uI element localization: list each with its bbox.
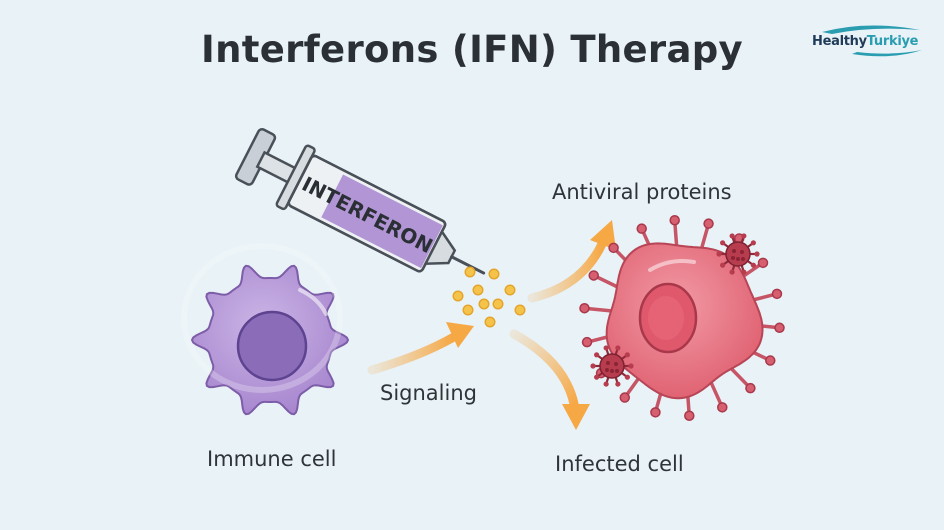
virus-spike-tip [594, 352, 600, 358]
infected-cell-spike-tip [757, 257, 769, 269]
virus-spike-tip [729, 233, 735, 239]
antiviral-proteins-arrow [527, 220, 616, 303]
virus-spot [731, 256, 735, 260]
infected-cell-spike-tip [703, 218, 714, 229]
page-title: Interferons (IFN) Therapy [201, 28, 743, 71]
interferon-particle [452, 290, 464, 302]
interferon-particle [464, 266, 476, 278]
virus-spike-tip [615, 345, 621, 351]
interferon-particle [484, 316, 496, 328]
logo-text-turkiye: Turkiye [866, 34, 919, 49]
virus-spike-tip [750, 240, 756, 246]
virus-spot [732, 249, 736, 253]
interferon-particles [452, 266, 526, 328]
virus-spike-tip [628, 363, 634, 369]
virus-spot [740, 250, 744, 254]
virus-spike-tip [590, 363, 596, 369]
interferon-syringe: INTERFERON [234, 127, 486, 275]
infected-cell-spike-tip [684, 410, 695, 421]
infected-cell-spike-tip [774, 322, 785, 334]
virus-spike-tip [615, 381, 621, 387]
virus-spike-tip [624, 374, 630, 380]
virus-body [725, 241, 751, 267]
virus-spot [606, 361, 610, 365]
immune-cell [181, 243, 350, 416]
logo-text: HealthyTurkiye [812, 34, 918, 49]
virus-spike-tip [720, 262, 726, 268]
virus-spot [614, 362, 618, 366]
infected-cell-spike-tip [581, 336, 593, 348]
virus-spike-tip [741, 269, 747, 275]
virus-spike-tip [603, 381, 609, 387]
virus-body [599, 353, 625, 379]
virus-spot [741, 257, 745, 261]
logo-swoosh-icon [822, 25, 922, 57]
interferon-particle [514, 304, 526, 316]
virus [716, 233, 760, 275]
healthy-turkiye-logo: HealthyTurkiye [812, 22, 927, 62]
interferon-particle [478, 298, 490, 310]
virus-spot [605, 368, 609, 372]
interferon-particle [462, 304, 474, 316]
infected-cell-arrow [509, 329, 590, 430]
infected-cell-spike-tip [636, 223, 647, 234]
infected-cell-spike-tip [717, 402, 728, 413]
infected-cell-spike-tip [745, 382, 756, 394]
infected-cell-spike-tip [771, 288, 783, 300]
virus-spike-tip [720, 240, 726, 246]
infected-cell-spike-tip [650, 407, 661, 418]
immune-cell-label: Immune cell [207, 447, 337, 471]
virus-spot [610, 369, 614, 373]
infected-cell [579, 215, 785, 421]
infected-cell-spike-tip [588, 270, 599, 281]
virus-spike-tip [741, 233, 747, 239]
infected-cell-spike-tip [579, 302, 590, 314]
signaling-arrow [367, 322, 474, 375]
interferon-particle [488, 268, 500, 280]
infected-cell-spike-tip [619, 392, 631, 403]
signaling-label: Signaling [380, 381, 477, 405]
virus-spike-tip [729, 269, 735, 275]
interferon-particle [472, 284, 484, 296]
infected-cell-spike-tip [608, 242, 619, 254]
virus-spike-tip [716, 251, 722, 257]
virus-spike-tip [603, 345, 609, 351]
virus-spot [736, 257, 740, 261]
virus [590, 345, 634, 387]
virus-spike-tip [750, 262, 756, 268]
antiviral-proteins-label: Antiviral proteins [552, 180, 732, 204]
virus-spot [615, 369, 619, 373]
interferon-particle [492, 298, 504, 310]
infected-cell-spike-tip [669, 215, 680, 226]
virus-spike-tip [594, 374, 600, 380]
logo-text-healthy: Healthy [812, 34, 867, 49]
virus-spike-tip [624, 352, 630, 358]
immune-cell-nucleus [236, 310, 308, 382]
infected-cell-label: Infected cell [555, 452, 684, 476]
infected-cell-spike-tip [765, 355, 776, 366]
virus-spike-tip [754, 251, 760, 257]
interferon-particle [504, 284, 516, 296]
